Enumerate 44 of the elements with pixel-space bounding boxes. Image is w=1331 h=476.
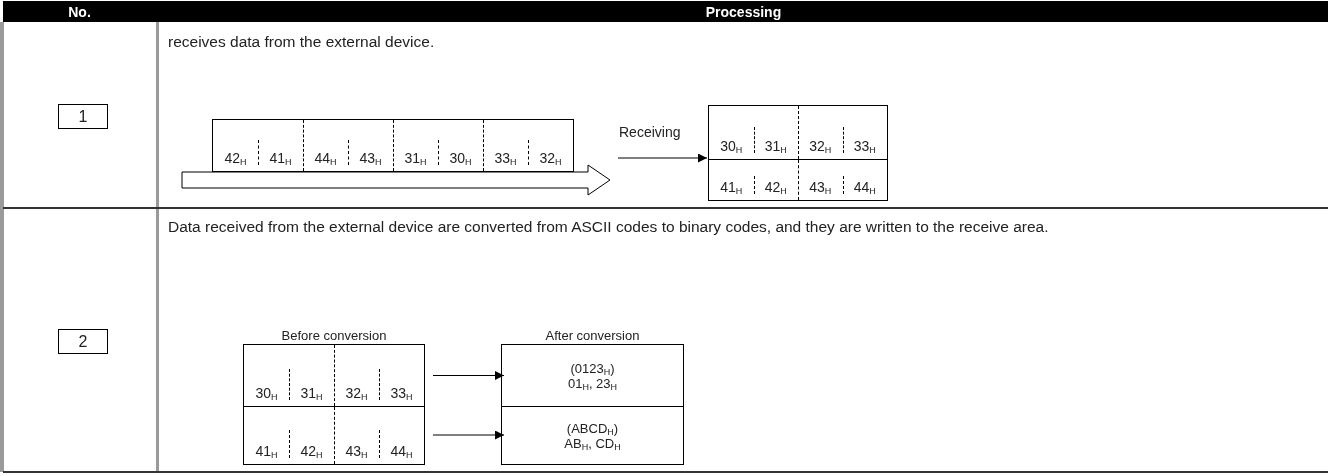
hex-value: 31$_{H}$	[300, 386, 323, 400]
hex-value: 41$_{H}$	[269, 151, 292, 165]
hex-value: 32$_{H}$	[809, 139, 832, 153]
hex-value: 41$_{H}$	[255, 444, 278, 458]
hex-value: 33$_{H}$	[853, 139, 876, 153]
hex-value: 43$_{H}$	[359, 151, 382, 165]
hex-value: 41$_{H}$	[720, 180, 743, 194]
data-frame	[212, 119, 574, 172]
converted-value: AB$_{H}$, CD$_{H}$	[564, 435, 621, 451]
converted-value: (0123$_{H}$)	[570, 360, 615, 376]
hex-value: 32$_{H}$	[345, 386, 368, 400]
step-number: 1	[58, 104, 108, 129]
data-area-box	[708, 105, 888, 201]
hex-value: 33$_{H}$	[494, 151, 517, 165]
arrow	[432, 371, 505, 380]
hex-value: 30$_{H}$	[449, 151, 472, 165]
converted-value: (ABCD$_{H}$)	[566, 420, 619, 436]
data-row	[244, 406, 424, 464]
edge-label: Receiving	[618, 125, 682, 139]
hex-value: 32$_{H}$	[539, 151, 562, 165]
data-row	[709, 159, 887, 200]
converted-value: 01$_{H}$, 23$_{H}$	[567, 375, 618, 391]
description-text: receives data from the external device.	[168, 32, 435, 52]
box-heading: After conversion	[544, 327, 641, 345]
step-number: 2	[58, 329, 108, 354]
hex-value: 42$_{H}$	[224, 151, 247, 165]
hex-value: 33$_{H}$	[390, 386, 413, 400]
column-header: No.	[67, 3, 92, 22]
hex-value: 31$_{H}$	[404, 151, 427, 165]
hex-value: 42$_{H}$	[300, 444, 323, 458]
hex-value: 30$_{H}$	[255, 386, 278, 400]
hex-value: 31$_{H}$	[764, 139, 787, 153]
arrow	[432, 430, 505, 440]
hex-value: 44$_{H}$	[314, 151, 337, 165]
hex-value: 43$_{H}$	[809, 180, 832, 194]
box-heading: Before conversion	[280, 327, 388, 345]
arrow	[617, 153, 708, 163]
column-header: Processing	[704, 3, 783, 22]
hex-value: 44$_{H}$	[853, 180, 876, 194]
description-text: Data received from the external device are converted from ASCII codes to binary codes, and they are written to the receive area.	[168, 217, 1050, 237]
hex-value: 43$_{H}$	[345, 444, 368, 458]
hex-value: 44$_{H}$	[390, 444, 413, 458]
hex-value: 30$_{H}$	[720, 139, 743, 153]
hex-value: 42$_{H}$	[764, 180, 787, 194]
